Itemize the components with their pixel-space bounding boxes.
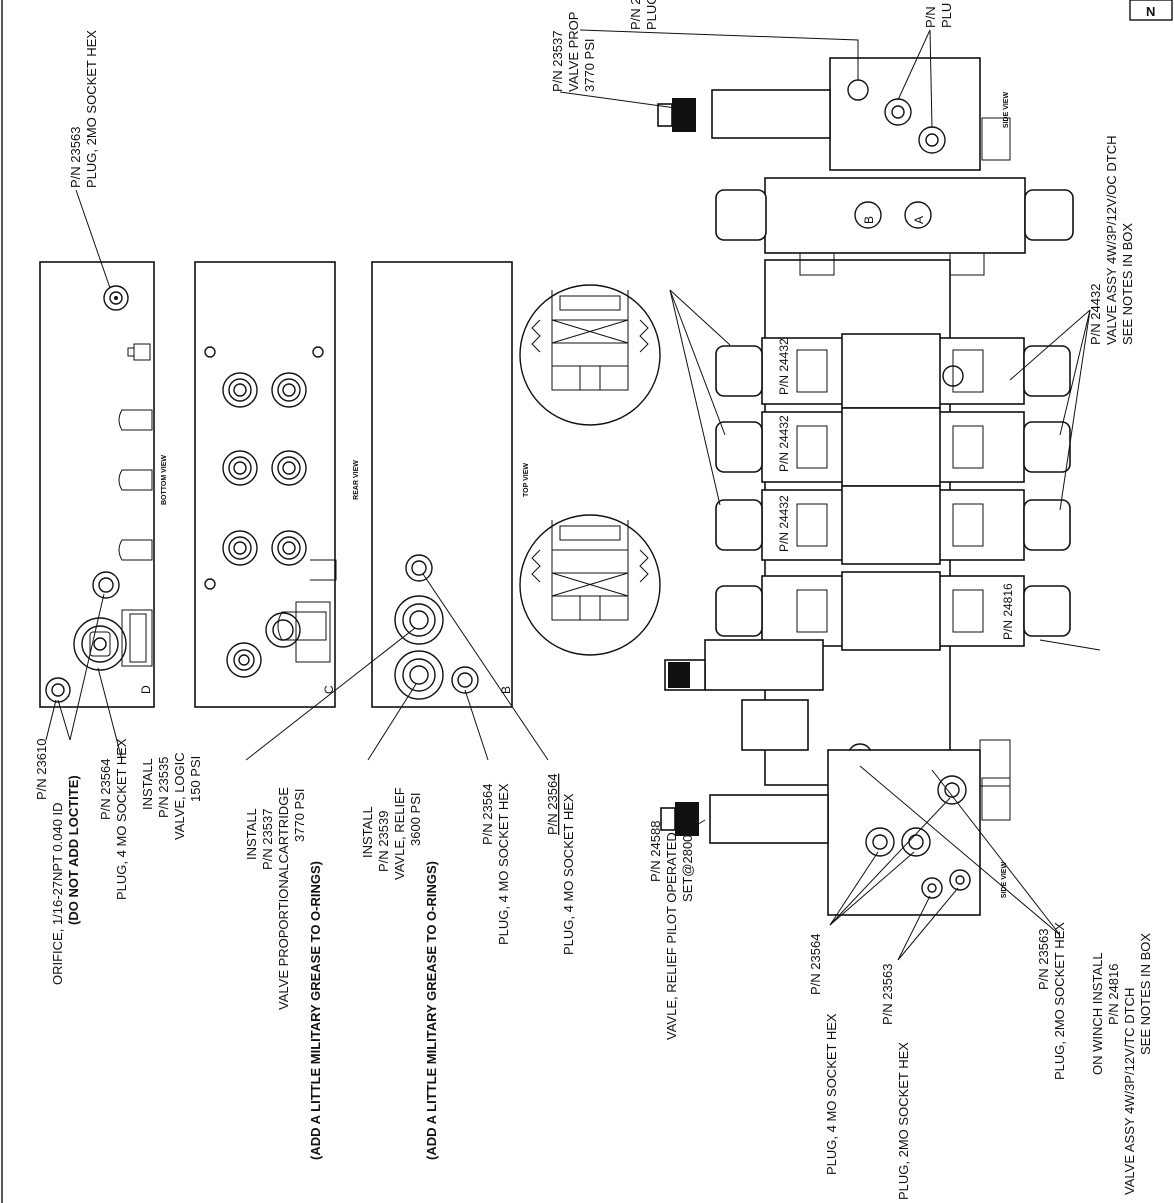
- valve-tag-2: P/N 24432: [777, 415, 791, 472]
- top-view-title: TOP VIEW: [523, 463, 530, 497]
- svg-text:SEE NOTES IN BOX: SEE NOTES IN BOX: [1138, 933, 1153, 1055]
- svg-text:P/N 23610: P/N 23610: [34, 739, 49, 800]
- svg-text:P/N 23564: P/N 23564: [808, 934, 823, 995]
- callout-winch: ON WINCH INSTALL P/N 24816 VALVE ASSY 4W…: [1090, 933, 1153, 1195]
- svg-text:(ADD A LITTLE MILITARY GREASE: (ADD A LITTLE MILITARY GREASE TO O-RINGS…: [308, 861, 323, 1160]
- callout-plug-4mo-a: P/N 23564 PLUG, 4 MO SOCKET HEX: [480, 783, 511, 945]
- svg-text:PLUG, 4 MO SOCKET HEX: PLUG, 4 MO SOCKET HEX: [561, 793, 576, 955]
- svg-text:PLUG, 2MO SOCKET HEX: PLUG, 2MO SOCKET HEX: [84, 30, 99, 188]
- valve-body-4: P/N 24816: [715, 571, 1071, 651]
- svg-text:VALVE ASSY 4W/3P/12V/TC DTCH: VALVE ASSY 4W/3P/12V/TC DTCH: [1122, 988, 1137, 1195]
- svg-text:PLUG, 2MO SOCKET HEX: PLUG, 2MO SOCKET HEX: [896, 1042, 911, 1200]
- svg-text:VALVE PROPORTIONALCARTRIDGE: VALVE PROPORTIONALCARTRIDGE: [276, 787, 291, 1010]
- side-view-title-upper: SIDE VIEW: [1003, 92, 1010, 129]
- valve-tag-4: P/N 24816: [1001, 583, 1015, 640]
- rear-view: REAR VIEW C: [194, 261, 360, 708]
- svg-text:PLUG, 2MO SOCKET HEX: PLUG, 2MO SOCKET HEX: [1052, 922, 1067, 1080]
- svg-text:VALVE, LOGIC: VALVE, LOGIC: [172, 752, 187, 840]
- main-manifold: P/N 24432 P/N 24432 P/N 24432 P/N 24816: [664, 259, 1071, 787]
- svg-text:P/N 23539: P/N 23539: [376, 811, 391, 872]
- svg-text:3770 PSI: 3770 PSI: [582, 39, 597, 93]
- svg-text:P/N: P/N: [923, 6, 938, 28]
- svg-text:PLUG, 4 MO SOCKET HEX: PLUG, 4 MO SOCKET HEX: [824, 1013, 839, 1175]
- svg-text:(ADD A LITTLE MILITARY GREASE: (ADD A LITTLE MILITARY GREASE TO O-RINGS…: [424, 861, 439, 1160]
- svg-text:P/N 23564: P/N 23564: [98, 759, 113, 820]
- svg-text:PLU: PLU: [939, 3, 954, 28]
- corner-letter-b: B: [499, 686, 513, 694]
- svg-text:INSTALL: INSTALL: [360, 806, 375, 858]
- corner-letter-d: D: [139, 685, 153, 694]
- callout-relief: INSTALL P/N 23539 VAVLE, RELIEF 3600 PSI…: [360, 787, 439, 1160]
- svg-text:150 PSI: 150 PSI: [188, 756, 203, 802]
- svg-text:P/N 23563: P/N 23563: [1036, 929, 1051, 990]
- callout-relief-pilot: P/N 24588 VAVLE, RELIEF PILOT OPERATED S…: [648, 810, 695, 1040]
- svg-text:VALVE PROP: VALVE PROP: [566, 12, 581, 92]
- callout-plug-4mo-bottom: P/N 23564 PLUG, 4 MO SOCKET HEX: [98, 738, 129, 900]
- notes-box-text: N: [1146, 4, 1155, 19]
- svg-text:PLUG: PLUG: [644, 0, 659, 30]
- svg-text:P/N 2: P/N 2: [628, 0, 643, 30]
- port-letter-b: B: [862, 216, 876, 224]
- svg-text:P/N 24432: P/N 24432: [1088, 284, 1103, 345]
- svg-text:ORIFICE, 1/16-27NPT 0.040 ID: ORIFICE, 1/16-27NPT 0.040 ID: [50, 802, 65, 985]
- svg-text:INSTALL: INSTALL: [140, 758, 155, 810]
- svg-text:P/N 23537: P/N 23537: [260, 809, 275, 870]
- callout-valve-24432: P/N 24432 VALVE ASSY 4W/3P/12V/OC DTCH S…: [1088, 135, 1135, 345]
- svg-text:P/N 23535: P/N 23535: [156, 757, 171, 818]
- svg-text:3770 PSI: 3770 PSI: [292, 789, 307, 843]
- svg-text:P/N 24588: P/N 24588: [648, 821, 663, 882]
- valve-body-3: P/N 24432: [715, 485, 1071, 565]
- svg-text:P/N 23563: P/N 23563: [880, 964, 895, 1025]
- notes-box: [1129, 0, 1173, 21]
- callout-plug-4mo-side: P/N 23564 PLUG, 4 MO SOCKET HEX: [808, 934, 839, 1175]
- side-view-title-lower: SIDE VIEW: [1001, 862, 1008, 899]
- schematic-symbol-upper: [519, 284, 661, 426]
- bottom-view: BOTTOM VIEW D: [39, 261, 168, 708]
- svg-text:P/N 23564: P/N 23564: [480, 784, 495, 845]
- svg-text:PLUG, 4 MO SOCKET HEX: PLUG, 4 MO SOCKET HEX: [114, 738, 129, 900]
- svg-text:P/N 23563: P/N 23563: [68, 127, 83, 188]
- callout-top-prop: P/N 23537 VALVE PROP 3770 PSI: [550, 12, 597, 92]
- svg-text:SEE NOTES IN BOX: SEE NOTES IN BOX: [1120, 223, 1135, 345]
- svg-text:P/N 23537: P/N 23537: [550, 31, 565, 92]
- side-view-lower: SIDE VIEW: [660, 749, 1011, 916]
- svg-text:P/N 23564: P/N 23564: [545, 774, 560, 835]
- leader-lines: [45, 29, 1101, 961]
- callout-plug-4mo-b: P/N 23564 PLUG, 4 MO SOCKET HEX: [545, 774, 576, 955]
- port-letter-a: A: [912, 216, 926, 224]
- callout-top-cut-1: P/N 2 PLUG: [628, 0, 659, 30]
- svg-text:VAVLE, RELIEF: VAVLE, RELIEF: [392, 787, 407, 880]
- valve-body-1: P/N 24432: [715, 333, 1071, 409]
- schematic-symbol-lower: [519, 514, 661, 656]
- valve-body-2: P/N 24432: [715, 407, 1071, 487]
- corner-letter-c: C: [322, 685, 336, 694]
- valve-tag-1: P/N 24432: [777, 338, 791, 395]
- callout-plug-2mo-main: P/N 23563 PLUG, 2MO SOCKET HEX: [1036, 922, 1067, 1080]
- callout-logic: INSTALL P/N 23535 VALVE, LOGIC 150 PSI: [140, 752, 203, 840]
- callout-plug-2mo-top: P/N 23563 PLUG, 2MO SOCKET HEX: [68, 30, 99, 188]
- svg-text:(DO NOT ADD LOCTITE): (DO NOT ADD LOCTITE): [66, 775, 81, 925]
- bottom-view-title: BOTTOM VIEW: [161, 455, 168, 505]
- svg-text:P/N 24816: P/N 24816: [1106, 964, 1121, 1025]
- callout-top-cut-2: P/N PLU: [923, 3, 954, 28]
- svg-text:PLUG, 4 MO SOCKET HEX: PLUG, 4 MO SOCKET HEX: [496, 783, 511, 945]
- side-view-upper: SIDE VIEW B A: [657, 57, 1074, 276]
- svg-text:3600 PSI: 3600 PSI: [408, 793, 423, 847]
- svg-text:SET@2800 PSI: SET@2800 PSI: [680, 810, 695, 902]
- rear-view-title: REAR VIEW: [353, 460, 360, 500]
- top-view: TOP VIEW B: [371, 261, 530, 708]
- callout-orifice: P/N 23610 ORIFICE, 1/16-27NPT 0.040 ID (…: [34, 739, 81, 985]
- valve-tag-3: P/N 24432: [777, 495, 791, 552]
- svg-text:INSTALL: INSTALL: [244, 808, 259, 860]
- svg-text:ON WINCH INSTALL: ON WINCH INSTALL: [1090, 952, 1105, 1075]
- svg-text:VAVLE, RELIEF PILOT OPERATED: VAVLE, RELIEF PILOT OPERATED: [664, 832, 679, 1040]
- svg-text:VALVE ASSY 4W/3P/12V/OC DTCH: VALVE ASSY 4W/3P/12V/OC DTCH: [1104, 135, 1119, 345]
- callout-proportional: INSTALL P/N 23537 VALVE PROPORTIONALCART…: [244, 787, 323, 1160]
- callout-plug-2mo-side: P/N 23563 PLUG, 2MO SOCKET HEX: [880, 964, 911, 1200]
